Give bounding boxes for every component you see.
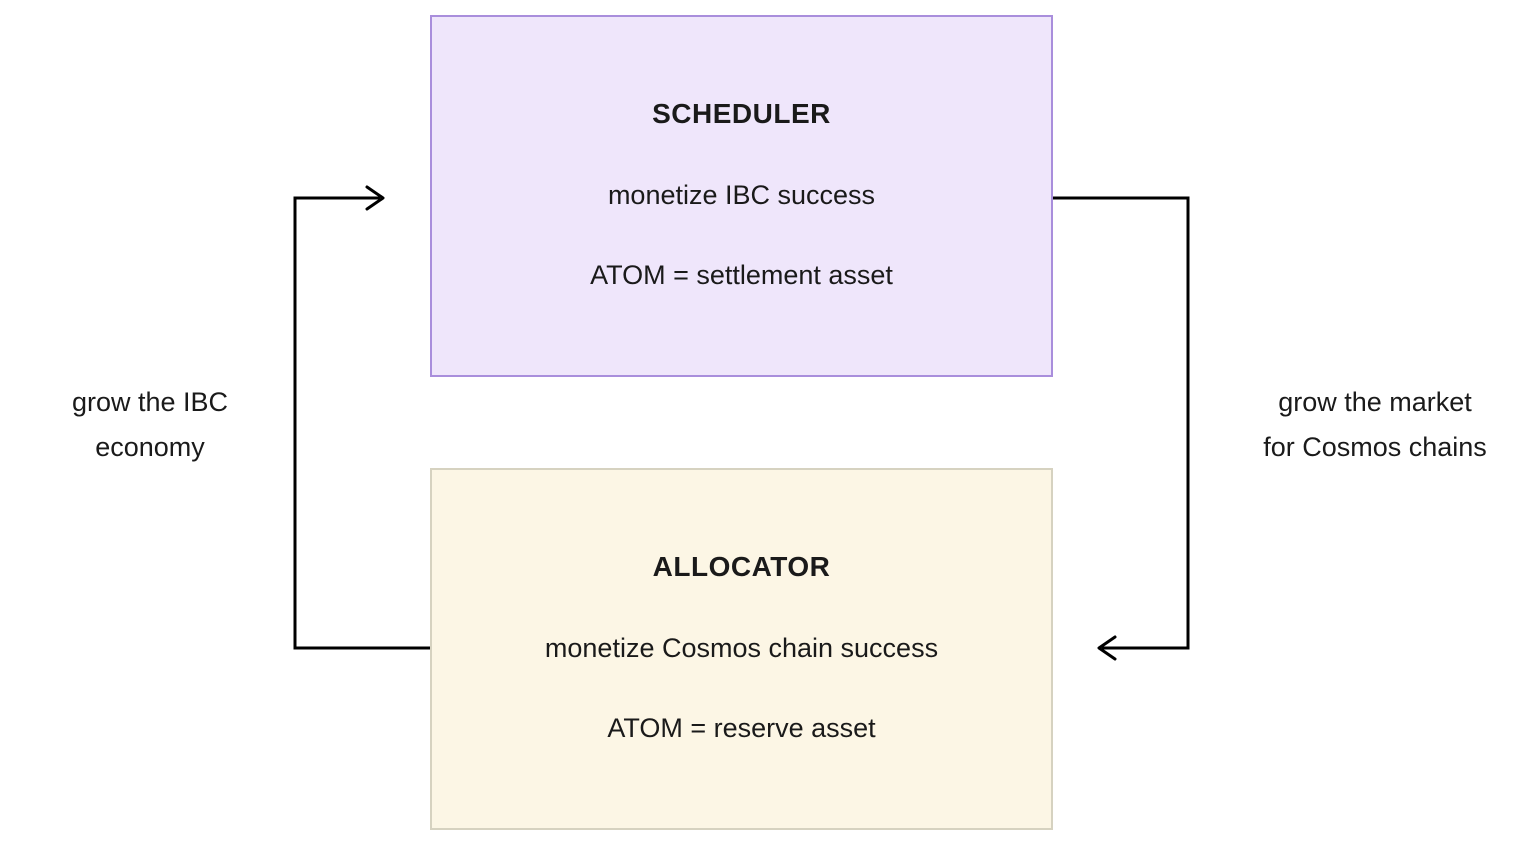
allocator-title: ALLOCATOR — [652, 551, 831, 582]
left-arrow-label: grow the IBC economy — [20, 380, 280, 470]
allocator-box: ALLOCATOR monetize Cosmos chain success … — [430, 468, 1053, 830]
scheduler-title: SCHEDULER — [652, 98, 831, 129]
scheduler-line-1: monetize IBC success — [607, 180, 876, 210]
allocator-line-1: monetize Cosmos chain success — [544, 633, 939, 663]
scheduler-box: SCHEDULER monetize IBC success ATOM = se… — [430, 15, 1053, 377]
right-pointing-arrowhead-icon — [365, 185, 385, 211]
scheduler-line-2: ATOM = settlement asset — [590, 260, 893, 290]
left-arrow-line — [293, 196, 432, 650]
allocator-line-2: ATOM = reserve asset — [607, 713, 876, 743]
right-arrow-label-line-2: for Cosmos chains — [1263, 432, 1487, 462]
left-arrow-label-line-1: grow the IBC — [71, 387, 229, 417]
left-pointing-arrowhead-icon — [1097, 635, 1117, 661]
right-arrow-line — [1051, 196, 1190, 650]
left-arrow-label-line-2: economy — [95, 432, 205, 462]
right-arrow-label: grow the market for Cosmos chains — [1230, 380, 1520, 470]
right-arrow-label-line-1: grow the market — [1278, 387, 1472, 417]
